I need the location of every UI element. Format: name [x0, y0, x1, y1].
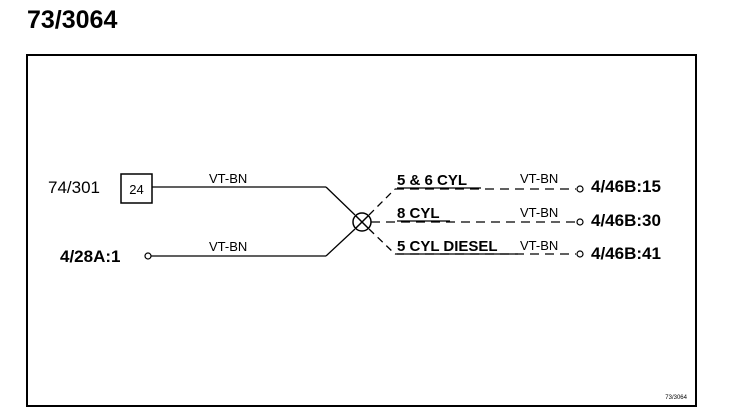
- splice-icon: [352, 212, 372, 232]
- terminal-circle-icon: [576, 218, 584, 226]
- terminal-label: 4/46B:41: [591, 244, 661, 263]
- diagram-frame: [26, 54, 697, 407]
- wire-color-label: VT-BN: [520, 205, 558, 220]
- terminal-label: 4/28A:1: [60, 247, 120, 266]
- wire-color-label: VT-BN: [209, 239, 247, 254]
- connector-pin-box: [120, 173, 153, 204]
- wire-top-left-diagonal: [325, 186, 356, 216]
- wire-bottom-left-diagonal: [325, 228, 356, 257]
- connector-pin-number: 24: [129, 182, 143, 197]
- terminal-label: 4/46B:30: [591, 211, 661, 230]
- branch-diagonal-bottom: [368, 228, 396, 255]
- terminal-circle-icon: [144, 252, 152, 260]
- page-title: 73/3064: [27, 6, 118, 34]
- terminal-circle-icon: [576, 185, 584, 193]
- branch-diagonal-top: [368, 188, 396, 216]
- wire-color-label: VT-BN: [209, 171, 247, 186]
- terminal-label: 4/46B:15: [591, 177, 661, 196]
- branch-condition-label: 8 CYL: [397, 205, 440, 222]
- branch-condition-label: 5 CYL DIESEL: [397, 238, 498, 255]
- terminal-circle-icon: [576, 250, 584, 258]
- reference-code: 73/3064: [665, 395, 687, 401]
- wire-color-label: VT-BN: [520, 238, 558, 253]
- branch-condition-label: 5 & 6 CYL: [397, 172, 467, 189]
- connector-ref-label: 74/301: [48, 178, 100, 197]
- wire-color-label: VT-BN: [520, 171, 558, 186]
